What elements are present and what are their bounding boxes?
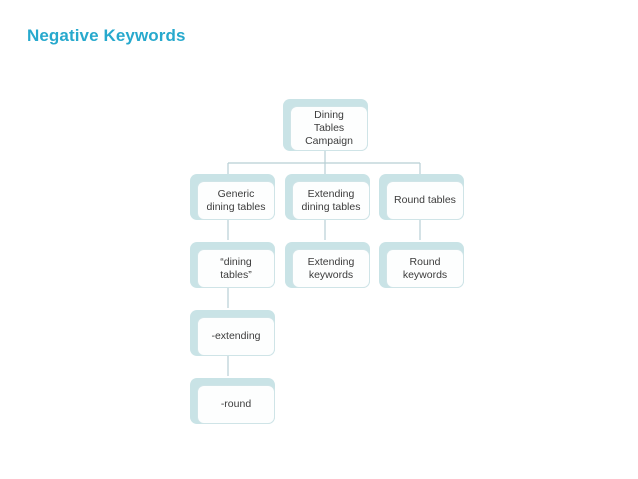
node-label: Generic dining tables — [206, 187, 266, 213]
node-dining-tables-exact[interactable]: “dining tables” — [190, 242, 275, 288]
node-negative-round[interactable]: -round — [190, 378, 275, 424]
node-label: -round — [220, 398, 252, 410]
node-front-card: Extending dining tables — [292, 181, 370, 220]
node-root[interactable]: Dining Tables Campaign — [283, 99, 368, 151]
node-label: -extending — [211, 330, 261, 342]
node-label: “dining tables” — [220, 255, 252, 281]
node-label: Dining Tables Campaign — [305, 109, 353, 147]
node-label: Extending keywords — [307, 255, 355, 281]
node-label: Extending dining tables — [301, 187, 361, 213]
keyword-tree-diagram: Dining Tables Campaign Generic dining ta… — [190, 99, 464, 424]
node-round-tables[interactable]: Round tables — [379, 174, 464, 220]
node-front-card: Round keywords — [386, 249, 464, 288]
node-front-card: “dining tables” — [197, 249, 275, 288]
node-label: Round tables — [394, 194, 456, 206]
page-title: Negative Keywords — [27, 26, 186, 45]
node-label: Round keywords — [402, 255, 448, 281]
node-negative-extending[interactable]: -extending — [190, 310, 275, 356]
node-front-card: Round tables — [386, 181, 464, 220]
node-generic-dining-tables[interactable]: Generic dining tables — [190, 174, 275, 220]
node-front-card: -round — [197, 385, 275, 424]
node-front-card: Dining Tables Campaign — [290, 106, 368, 151]
node-extending-keywords[interactable]: Extending keywords — [285, 242, 370, 288]
node-front-card: -extending — [197, 317, 275, 356]
node-round-keywords[interactable]: Round keywords — [379, 242, 464, 288]
node-front-card: Extending keywords — [292, 249, 370, 288]
slide-footer: 58 On the Insert tab, click Header & Foo… — [0, 436, 638, 479]
node-extending-dining-tables[interactable]: Extending dining tables — [285, 174, 370, 220]
node-front-card: Generic dining tables — [197, 181, 275, 220]
